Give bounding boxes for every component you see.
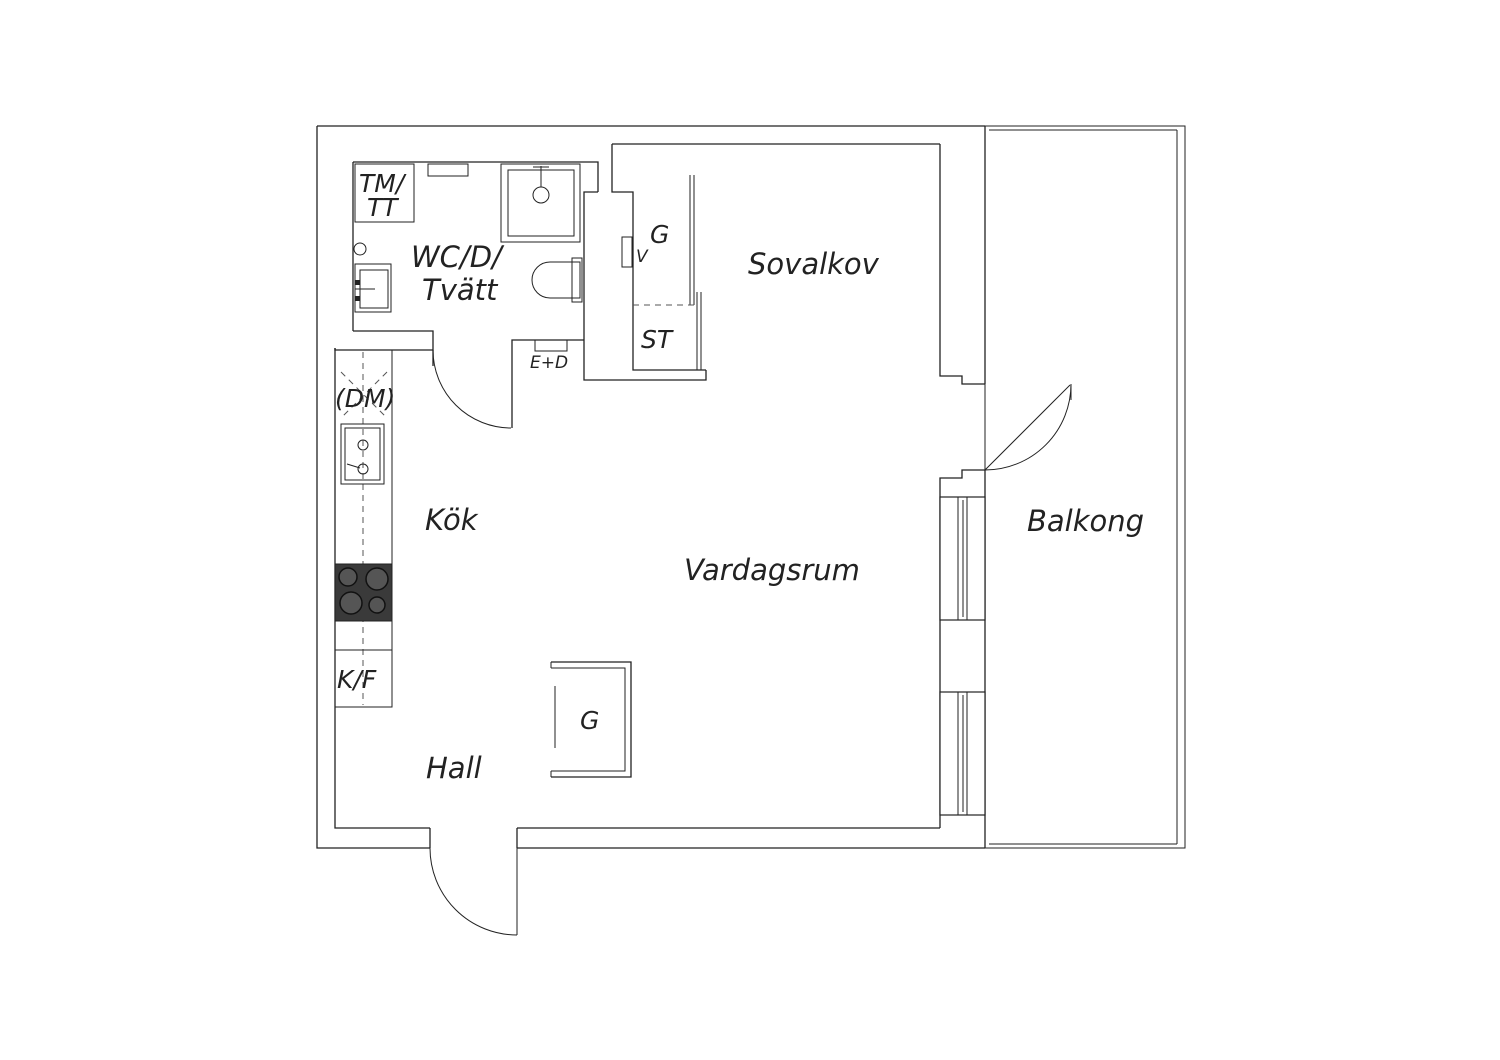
washbasin-icon (353, 242, 392, 313)
tm-tt-label-line2: TT (367, 193, 399, 222)
storage-label: ST (641, 325, 674, 354)
wc-label-line2: Tvätt (422, 273, 499, 307)
alcove-wardrobe (621, 175, 702, 370)
hall-label: Hall (426, 751, 482, 785)
wc-label-line1: WC/D/ (411, 240, 505, 274)
tm-tt-appliance (354, 163, 415, 223)
kitchen-sink-icon (340, 423, 385, 485)
balkong-label: Balkong (1027, 504, 1144, 538)
toilet-icon (531, 257, 583, 303)
ventilation-label: V (636, 247, 649, 267)
wardrobe-top-label: G (650, 220, 669, 249)
tm-tt-label-line1: TM/ (359, 169, 407, 198)
e-d-label: E+D (530, 353, 568, 373)
bathroom-door (432, 349, 513, 429)
right-wall (939, 126, 986, 848)
kok-label: Kök (425, 503, 479, 537)
wardrobe-hall-label: G (580, 706, 599, 735)
stove-icon (334, 563, 393, 622)
entrance-door (429, 847, 518, 936)
sovalkov-label: Sovalkov (748, 247, 880, 281)
vardagsrum-label: Vardagsrum (684, 553, 860, 587)
balcony-door (984, 383, 1072, 471)
shower-icon (500, 163, 581, 243)
kf-label: K/F (337, 665, 377, 694)
hall-wardrobe (550, 661, 632, 778)
radiator (427, 163, 469, 177)
balcony (984, 125, 1186, 849)
meter-box (534, 339, 568, 352)
dishwasher-label: (DM) (335, 384, 395, 413)
kitchen-counter (334, 349, 393, 708)
